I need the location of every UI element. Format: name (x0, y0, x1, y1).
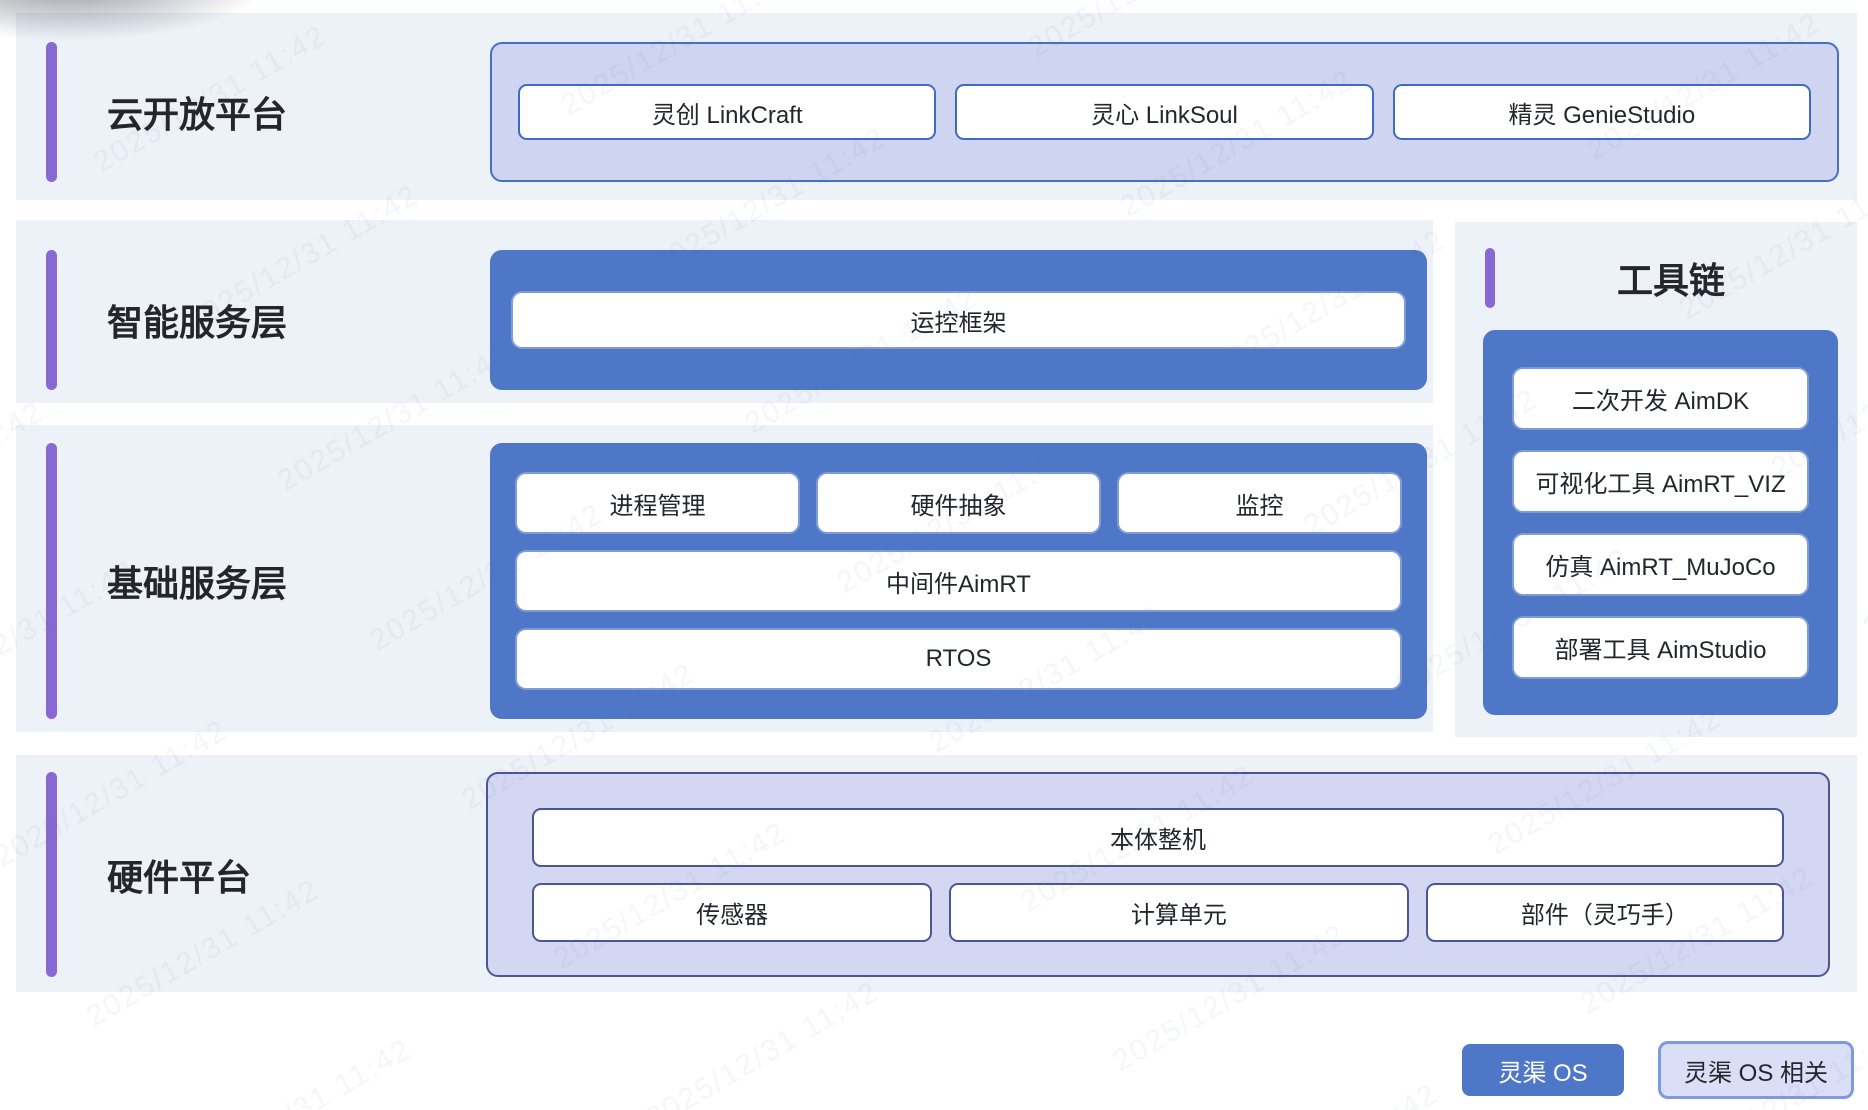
legend-lingqu-os-related: 灵渠 OS 相关 (1658, 1041, 1854, 1099)
accent-bar (46, 772, 57, 977)
diagram-box-aimrt-viz: 可视化工具 AimRT_VIZ (1514, 451, 1807, 511)
layer-label-foundation: 基础服务层 (107, 563, 288, 604)
foundation-container: 进程管理 硬件抽象 监控 中间件AimRT RTOS (490, 443, 1427, 719)
diagram-box-geniestudio: 精灵 GenieStudio (1392, 84, 1811, 140)
diagram-box-robot-body: 本体整机 (532, 807, 1784, 867)
accent-bar (46, 250, 57, 390)
layer-label-cloud: 云开放平台 (107, 94, 288, 135)
accent-bar (46, 42, 57, 182)
diagram-box-aimrt-mujoco: 仿真 AimRT_MuJoCo (1514, 534, 1807, 594)
diagram-box-rtos: RTOS (517, 630, 1400, 688)
diagram-box-components-dexterous-hand: 部件（灵巧手） (1425, 882, 1784, 942)
toolchain-panel: 工具链 二次开发 AimDK 可视化工具 AimRT_VIZ 仿真 AimRT_… (1455, 222, 1857, 737)
diagram-box-compute-unit: 计算单元 (949, 882, 1409, 942)
accent-bar (1485, 248, 1495, 308)
layer-foundation-service: 基础服务层 进程管理 硬件抽象 监控 中间件AimRT RTOS (16, 425, 1433, 732)
diagram-box-aimstudio: 部署工具 AimStudio (1514, 617, 1807, 677)
diagram-box-middleware-aimrt: 中间件AimRT (517, 552, 1400, 610)
diagram-box-hardware-abstraction: 硬件抽象 (818, 474, 1099, 532)
diagram-box-motion-control-framework: 运控框架 (513, 293, 1404, 347)
foundation-top-row: 进程管理 硬件抽象 监控 (517, 474, 1400, 532)
hardware-container: 本体整机 传感器 计算单元 部件（灵巧手） (486, 772, 1830, 977)
diagram-box-linkcraft: 灵创 LinkCraft (518, 84, 937, 140)
diagram-box-linksoul: 灵心 LinkSoul (955, 84, 1374, 140)
toolchain-container: 二次开发 AimDK 可视化工具 AimRT_VIZ 仿真 AimRT_MuJo… (1483, 330, 1838, 715)
diagram-box-monitoring: 监控 (1119, 474, 1400, 532)
layer-hardware-platform: 硬件平台 本体整机 传感器 计算单元 部件（灵巧手） (16, 755, 1857, 992)
layer-label-intelligence: 智能服务层 (107, 302, 288, 343)
toolchain-title: 工具链 (1616, 260, 1725, 301)
legend-lingqu-os: 灵渠 OS (1462, 1044, 1624, 1096)
layer-intelligence-service: 智能服务层 运控框架 (16, 220, 1433, 403)
accent-bar (46, 443, 57, 719)
layer-label-hardware: 硬件平台 (107, 857, 252, 898)
intelligence-container: 运控框架 (490, 250, 1427, 390)
diagram-box-process-management: 进程管理 (517, 474, 798, 532)
diagram-box-aimdk: 二次开发 AimDK (1514, 368, 1807, 428)
diagram-box-sensors: 传感器 (532, 882, 933, 942)
cloud-container: 灵创 LinkCraft 灵心 LinkSoul 精灵 GenieStudio (490, 42, 1839, 182)
layer-cloud-platform: 云开放平台 灵创 LinkCraft 灵心 LinkSoul 精灵 GenieS… (16, 13, 1857, 200)
hardware-bottom-row: 传感器 计算单元 部件（灵巧手） (532, 882, 1784, 942)
